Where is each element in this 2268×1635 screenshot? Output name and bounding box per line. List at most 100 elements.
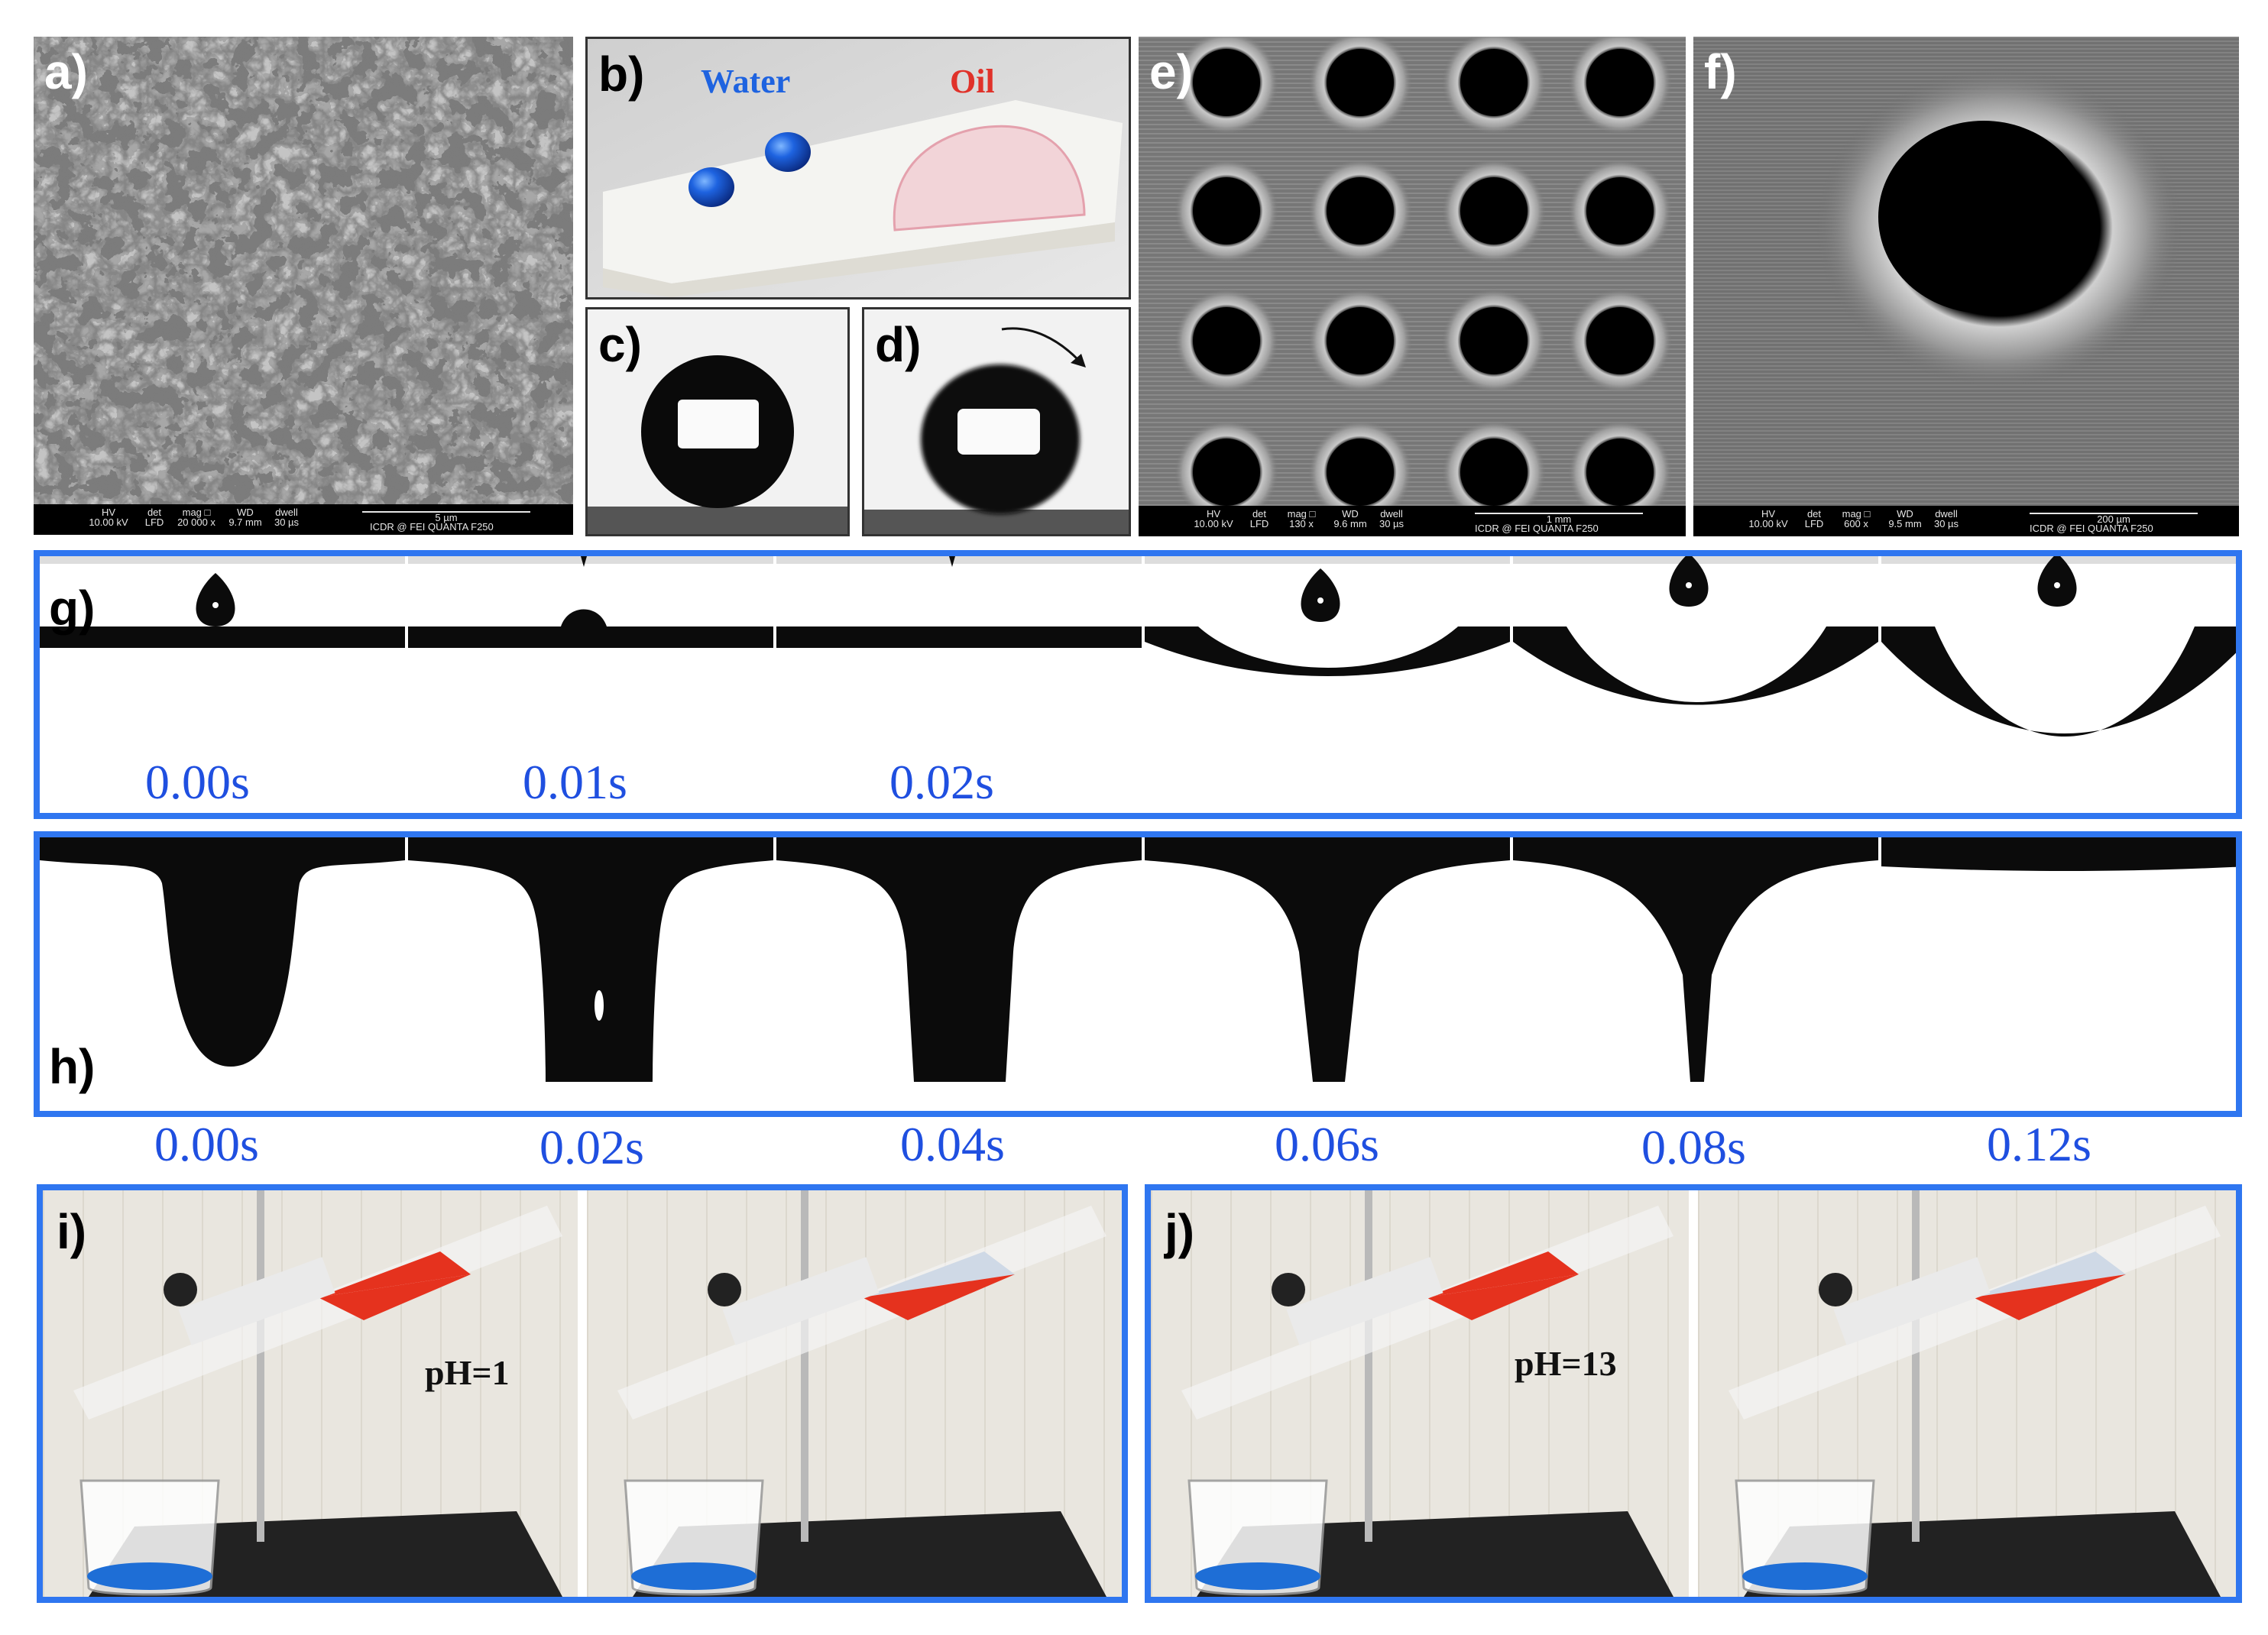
time-label-g-1: 0.00s <box>145 755 250 809</box>
sem-mag-header: mag □ <box>182 507 211 518</box>
drainage-frame <box>1145 837 1510 1111</box>
wall-grain <box>2135 1190 2137 1597</box>
hole-array <box>1139 37 1686 536</box>
panel-i-frame: i) pH=1 <box>37 1184 1128 1603</box>
panel-label-e: e) <box>1149 44 1193 99</box>
panel-j-frame: j) pH=13 <box>1145 1184 2242 1603</box>
sem-scale-bar <box>1475 513 1643 514</box>
liquid-surface <box>1881 626 2236 737</box>
upper-liquid <box>1973 1251 2126 1297</box>
sem-credit: ICDR @ FEI QUANTA F250 <box>2030 523 2153 534</box>
hole <box>1460 307 1528 374</box>
stand-rod <box>801 1190 808 1542</box>
drainage-frame <box>1513 837 1878 1111</box>
hole <box>1193 49 1260 116</box>
drainage-frame <box>1881 837 2236 1111</box>
draining-liquid <box>408 837 773 1082</box>
sem-det-value: LFD <box>1249 518 1269 529</box>
wall-grain <box>559 1190 561 1597</box>
wall-grain <box>1588 1190 1589 1597</box>
wall-grain <box>1698 1190 1699 1597</box>
sem-scale-bar <box>362 511 530 513</box>
wall-grain <box>321 1190 322 1597</box>
drainage-frame <box>40 837 405 1111</box>
impact-frame <box>1881 556 2236 813</box>
falling-droplet <box>2037 556 2077 607</box>
wall-grain <box>1389 1190 1391 1597</box>
single-hole <box>1693 37 2239 536</box>
impact-frame <box>408 556 773 813</box>
wall-grain <box>241 1190 243 1597</box>
hole <box>1327 49 1394 116</box>
collected-liquid <box>1742 1562 1868 1590</box>
hole <box>1460 177 1528 244</box>
sem-det-header: det <box>1252 508 1267 520</box>
wall-grain <box>944 1190 946 1597</box>
wall-grain <box>2215 1190 2216 1597</box>
droplet-highlight <box>212 602 219 608</box>
collected-liquid <box>631 1562 757 1590</box>
water-drop-rolling <box>864 327 1129 534</box>
panel-label-h: h) <box>49 1039 96 1094</box>
panel-h-frame: h) <box>34 831 2242 1117</box>
sem-mag-value: 20 000 x <box>177 516 215 528</box>
sem-wd-value: 9.7 mm <box>228 516 262 528</box>
impact-frame <box>1145 556 1510 813</box>
clamp <box>1833 1257 1991 1345</box>
sem-hv-header: HV <box>1761 508 1776 520</box>
hole <box>1327 439 1394 506</box>
time-label-h-4: 0.06s <box>1275 1117 1379 1171</box>
wall-grain <box>361 1190 362 1597</box>
time-label-h-5: 0.08s <box>1641 1120 1746 1174</box>
sem-wd-value: 9.6 mm <box>1333 518 1367 529</box>
wall-grain <box>281 1190 283 1597</box>
time-label-h-6: 0.12s <box>1987 1117 2091 1171</box>
time-label-h-3: 0.04s <box>900 1117 1005 1171</box>
draining-liquid <box>1145 837 1510 1082</box>
hole <box>1327 177 1394 244</box>
wall-grain <box>162 1190 164 1597</box>
needle-tip <box>581 556 587 567</box>
wall-grain <box>587 1190 588 1597</box>
time-label-g-3: 0.02s <box>889 755 994 809</box>
oil-label: Oil <box>950 63 995 100</box>
sem-det-value: LFD <box>1804 518 1824 529</box>
droplet-highlight <box>2054 582 2060 588</box>
wall-grain <box>1310 1190 1311 1597</box>
panel-g-frame: g) 0.00s 0.01s 0.02s <box>34 550 2242 819</box>
sem-mag-header: mag □ <box>1842 508 1871 520</box>
frame-background <box>776 556 1142 813</box>
hole <box>1586 177 1654 244</box>
sem-wd-header: WD <box>1897 508 1913 520</box>
sem-dwell-header: dwell <box>275 507 298 518</box>
liquid-surface <box>776 626 1142 648</box>
sem-hv-value: 10.00 kV <box>1748 518 1788 529</box>
panel-label-c: c) <box>598 317 642 372</box>
wall-grain <box>1064 1190 1065 1597</box>
wall-grain <box>984 1190 986 1597</box>
wall-grain <box>1349 1190 1351 1597</box>
wall-grain <box>1628 1190 1629 1597</box>
sem-hv-value: 10.00 kV <box>89 516 128 528</box>
lower-liquid <box>1426 1274 1579 1320</box>
impact-frame <box>40 556 405 813</box>
time-label-h-2: 0.02s <box>539 1120 644 1174</box>
panel-label-b: b) <box>598 47 645 102</box>
ph-label-j: pH=13 <box>1515 1344 1617 1383</box>
sem-hv-header: HV <box>1206 508 1221 520</box>
wall-grain <box>786 1190 787 1597</box>
upper-liquid <box>318 1251 471 1297</box>
panel-b-photo: b) Water Oil <box>585 37 1131 299</box>
needle-shadow <box>40 556 405 564</box>
neck-highlight <box>595 990 604 1021</box>
draining-liquid <box>1513 837 1878 1082</box>
liquid-surface <box>40 626 405 648</box>
photo-j-right <box>1698 1190 2236 1597</box>
wall-grain <box>1429 1190 1430 1597</box>
wall-grain <box>865 1190 867 1597</box>
wall-grain <box>480 1190 481 1597</box>
draining-liquid <box>40 837 405 1067</box>
sem-hv-value: 10.00 kV <box>1194 518 1233 529</box>
sem-dwell-value: 30 µs <box>274 516 300 528</box>
collected-liquid <box>87 1562 212 1590</box>
